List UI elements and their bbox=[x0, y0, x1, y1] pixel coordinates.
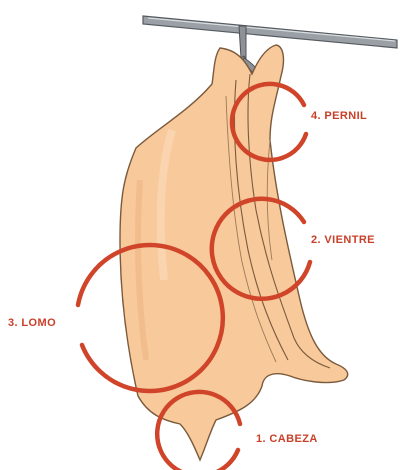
cut-vientre-label: 2. VIENTRE bbox=[311, 234, 375, 246]
cut-pernil-label: 4. PERNIL bbox=[311, 110, 367, 122]
cut-cabeza-label: 1. CABEZA bbox=[256, 433, 318, 445]
cut-lomo-label: 3. LOMO bbox=[8, 317, 56, 329]
hanging-rail bbox=[143, 16, 397, 48]
